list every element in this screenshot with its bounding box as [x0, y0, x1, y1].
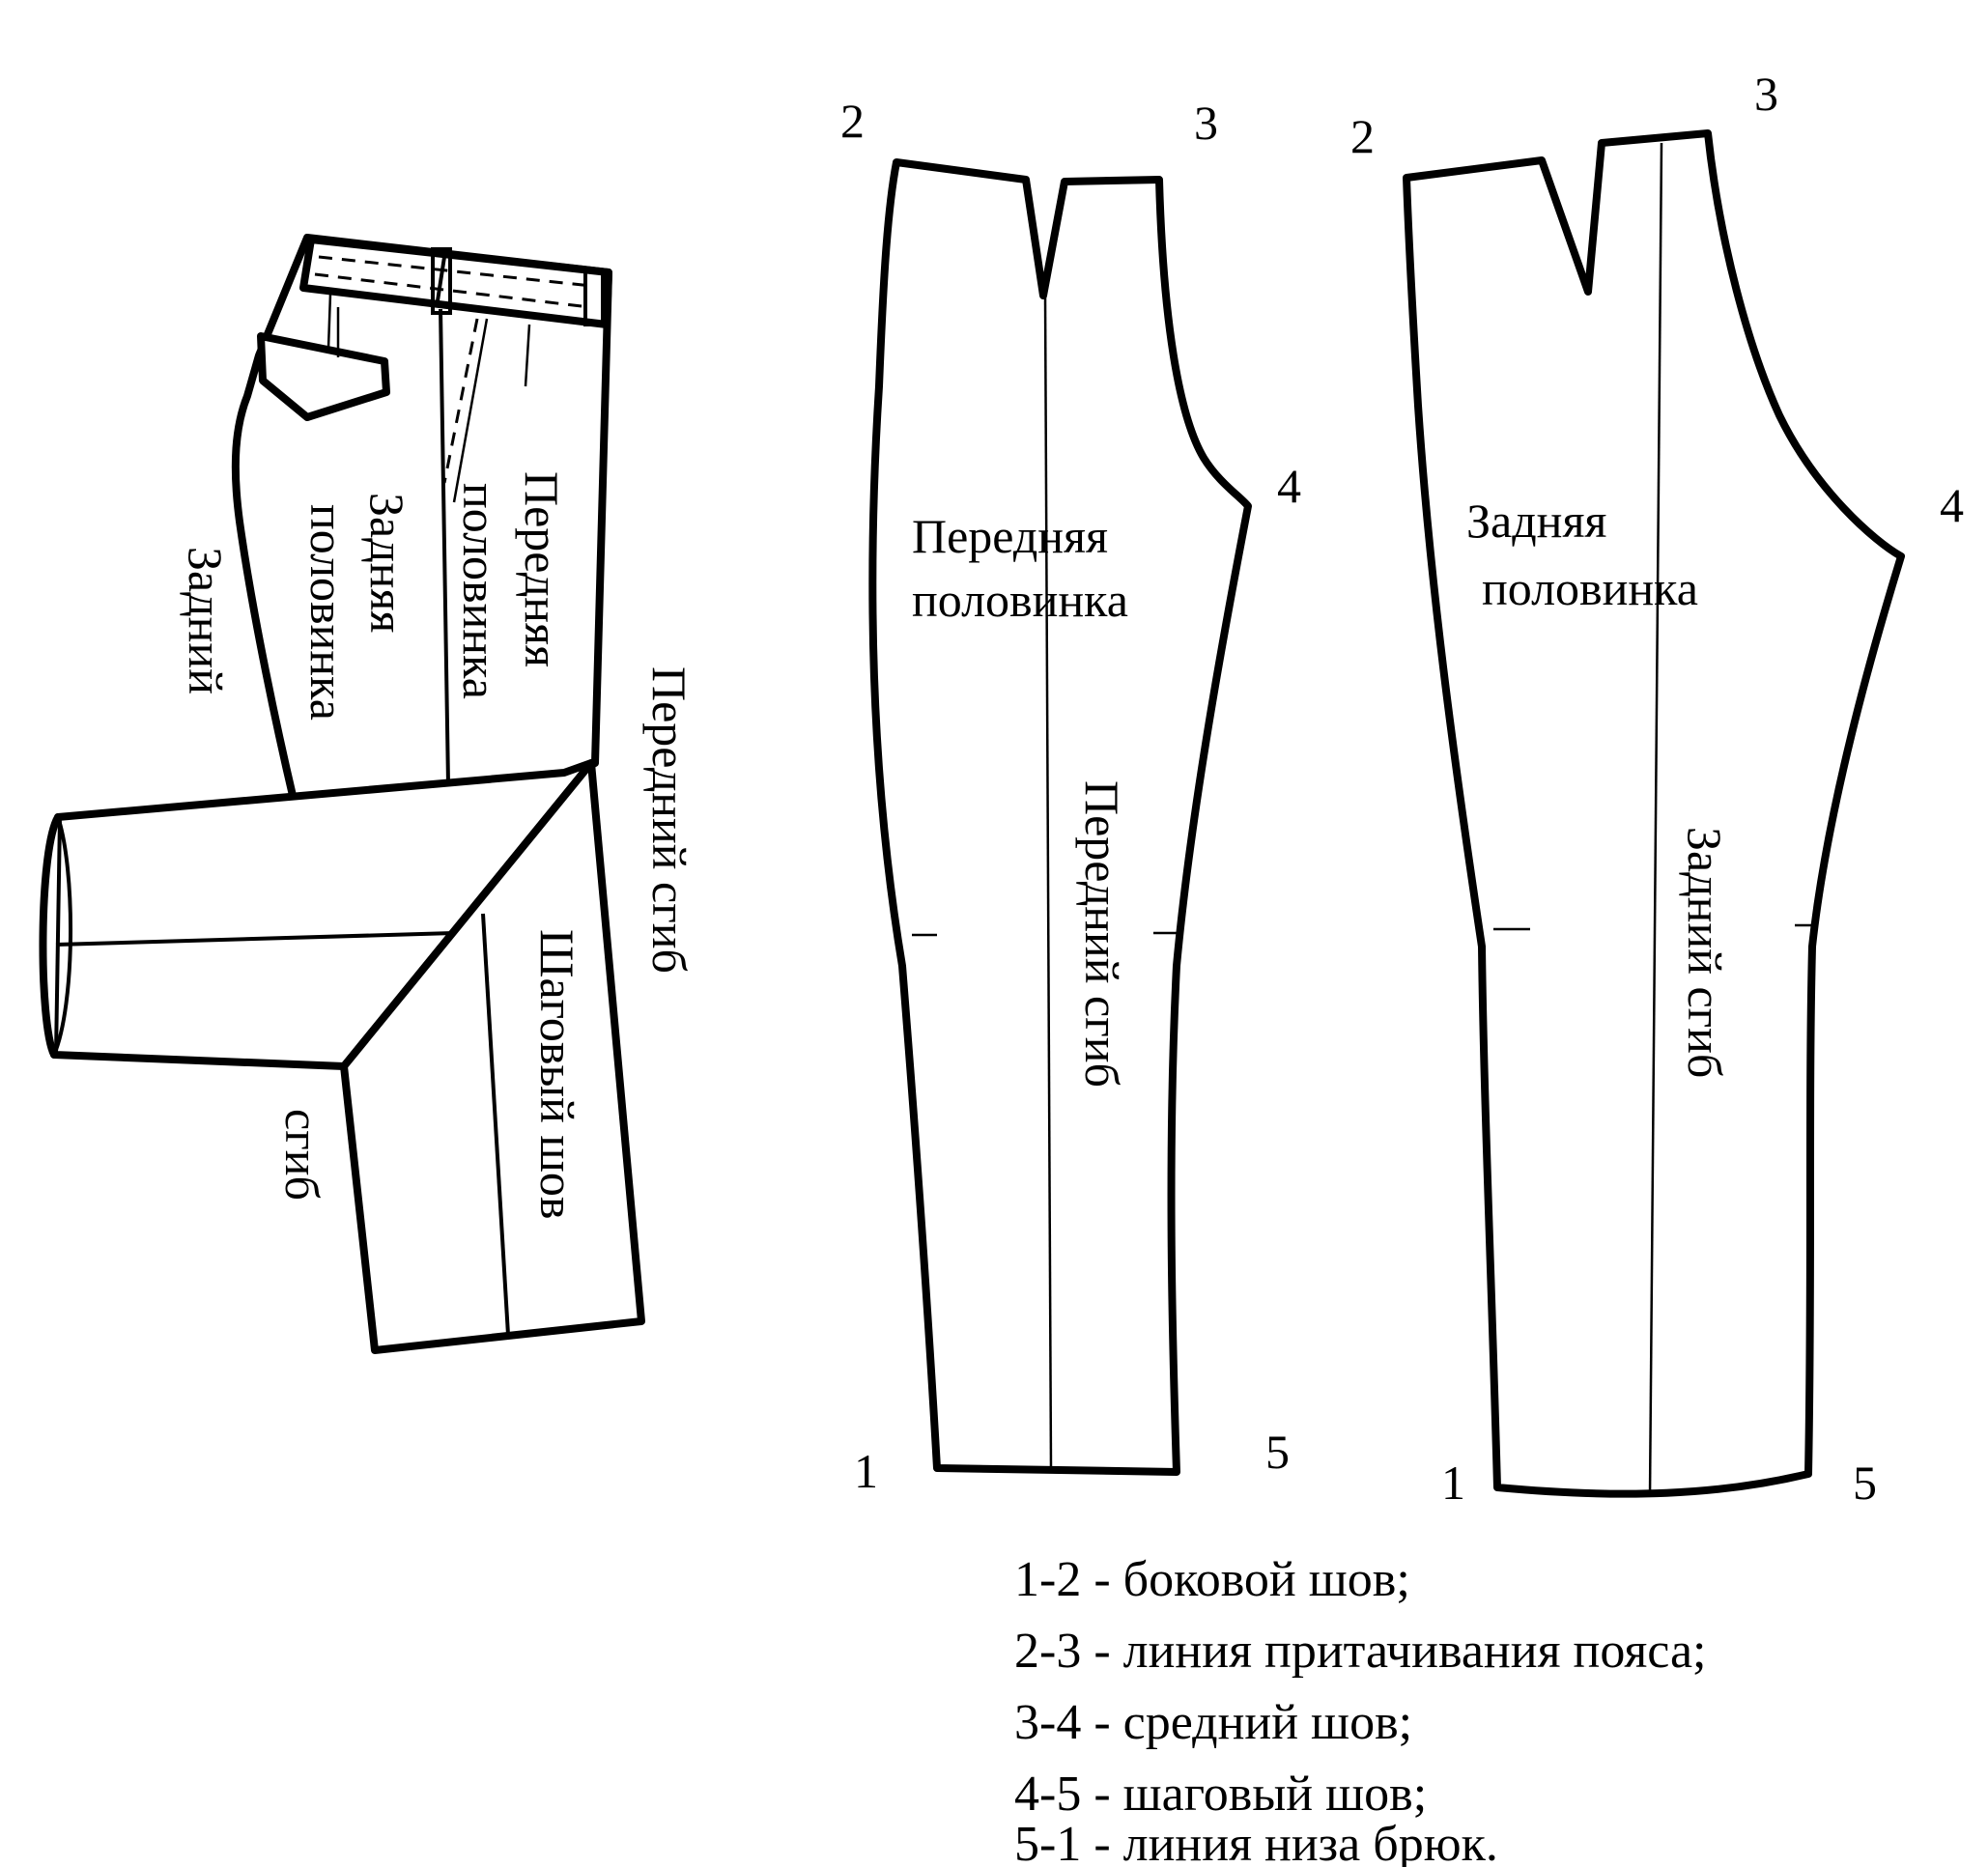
label-back-fold-1: Задний — [179, 547, 233, 694]
back-point-1: 1 — [1441, 1456, 1465, 1510]
pocket-flap — [257, 332, 390, 421]
folded-trousers-illustration: Задняя половинка Передняя половинка Задн… — [39, 234, 696, 1354]
back-point-5: 5 — [1853, 1456, 1877, 1510]
label-back-half-l2: половинка — [300, 504, 355, 721]
front-point-1: 1 — [854, 1444, 878, 1498]
back-dart — [327, 293, 332, 349]
front-point-4: 4 — [1277, 459, 1301, 513]
front-point-2: 2 — [840, 94, 865, 148]
label-back-half-l1: Задняя — [360, 493, 414, 633]
front-pleat-2 — [442, 318, 479, 484]
legend-item: 4-5 - шаговый шов; — [1014, 1767, 1427, 1822]
front-fold-label: Передний сгиб — [1075, 780, 1129, 1088]
front-title-l2: половинка — [912, 573, 1128, 627]
legend-item: 1-2 - боковой шов; — [1014, 1552, 1410, 1607]
back-half-outline — [1403, 129, 1905, 1498]
label-front-fold: Передний сгиб — [642, 666, 696, 974]
leg-cuff-back — [52, 816, 72, 1056]
back-title-l1: Задняя — [1466, 494, 1606, 548]
back-title-l2: половинка — [1482, 561, 1698, 615]
fold-diagonal — [452, 761, 593, 935]
front-crease-top — [524, 324, 531, 387]
waistband — [299, 236, 612, 328]
belt-loop-front — [583, 269, 605, 326]
back-point-2: 2 — [1350, 109, 1375, 163]
back-point-3: 3 — [1754, 67, 1778, 121]
legend-item: 5-1 - линия низа брюк. — [1014, 1817, 1498, 1867]
side-seam-folded — [439, 308, 450, 785]
waistband-divider — [435, 256, 446, 308]
leg-cuff — [39, 813, 62, 1059]
front-pleat — [452, 318, 489, 503]
legend-item: 3-4 - средний шов; — [1014, 1695, 1412, 1750]
front-crease-line — [1043, 295, 1053, 1471]
front-title-l1: Передняя — [912, 509, 1108, 563]
inseam-line — [481, 913, 510, 1336]
back-fold-label: Задний сгиб — [1678, 827, 1732, 1078]
front-half-pattern: 2 3 4 1 5 Передняя половинка Передний сг… — [840, 94, 1301, 1498]
label-back-fold-2: сгиб — [275, 1109, 329, 1201]
legend: 1-2 - боковой шов; 2-3 - линия притачива… — [1014, 1552, 1707, 1867]
legend-item: 2-3 - линия притачивания пояса; — [1014, 1624, 1707, 1679]
back-point-4: 4 — [1940, 478, 1964, 532]
folded-leg-crease — [55, 931, 455, 947]
back-half-pattern: 2 3 4 1 5 Задняя половинка Задний сгиб — [1350, 67, 1964, 1510]
label-front-half-l1: Передняя — [515, 471, 569, 667]
front-point-5: 5 — [1265, 1425, 1290, 1479]
back-crease-line — [1648, 142, 1663, 1498]
front-half-outline — [868, 158, 1252, 1476]
label-inseam: Шаговый шов — [530, 929, 584, 1219]
label-front-half-l2: половинка — [453, 483, 507, 699]
front-point-3: 3 — [1194, 96, 1218, 150]
